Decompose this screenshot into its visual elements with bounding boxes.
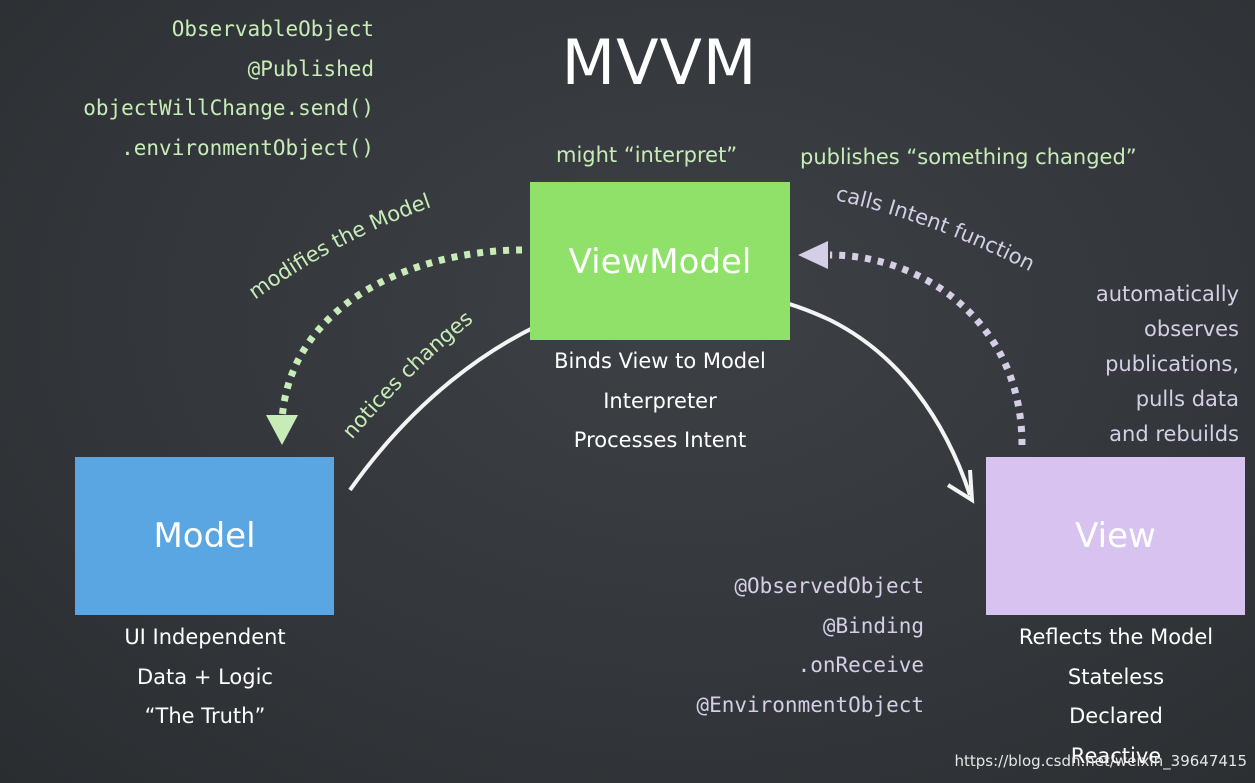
arrow-head-view-icon — [946, 469, 975, 504]
code-line: .onReceive — [797, 653, 924, 677]
code-list-view: @ObservedObject @Binding .onReceive @Env… — [696, 567, 924, 725]
description-line: Stateless — [1067, 664, 1165, 689]
arrow-head-model-icon — [266, 415, 298, 445]
description-line: Declared — [1069, 704, 1163, 728]
view-box: View — [986, 457, 1245, 615]
description-line: Data + Logic — [137, 664, 273, 689]
viewmodel-label: ViewModel — [568, 242, 752, 282]
auto-observes-line: pulls data — [1135, 387, 1239, 411]
label-auto-observes: automatically observes publications, pul… — [1096, 277, 1239, 452]
view-description: Reflects the Model Stateless Declared Re… — [966, 618, 1255, 776]
code-line: @ObservedObject — [734, 574, 924, 598]
model-box: Model — [75, 457, 334, 615]
label-publishes: publishes “something changed” — [800, 145, 1137, 169]
description-line: Reactive — [1070, 743, 1162, 768]
code-line: ObservableObject — [171, 17, 374, 41]
auto-observes-line: observes — [1144, 317, 1239, 341]
description-line: UI Independent — [124, 625, 286, 649]
code-line: objectWillChange.send() — [83, 96, 374, 120]
code-line: @EnvironmentObject — [696, 692, 924, 717]
model-description: UI Independent Data + Logic “The Truth” — [55, 618, 355, 737]
watermark: https://blog.csdn.net/weixin_39647415 — [954, 752, 1247, 770]
label-calls-intent: calls Intent function — [834, 181, 1039, 276]
description-line: Binds View to Model — [554, 349, 766, 373]
arrow-modifies-model — [278, 246, 523, 421]
auto-observes-line: automatically — [1095, 282, 1239, 306]
view-label: View — [1075, 516, 1156, 556]
arrow-calls-intent — [829, 251, 1026, 446]
description-line: Reflects the Model — [1018, 625, 1214, 649]
auto-observes-line: and rebuilds — [1109, 422, 1239, 446]
arrow-head-viewmodel-icon — [798, 241, 828, 269]
label-might-interpret: might “interpret” — [556, 143, 738, 167]
description-line: Processes Intent — [573, 428, 747, 452]
code-line: @Binding — [822, 613, 924, 638]
auto-observes-line: publications, — [1105, 352, 1239, 376]
diagram-title: MVVM — [561, 26, 758, 99]
description-line: “The Truth” — [144, 704, 266, 728]
label-modifies-model: modifies the Model — [244, 189, 433, 304]
model-label: Model — [153, 516, 256, 556]
description-line: Interpreter — [603, 388, 717, 413]
code-list-viewmodel: ObservableObject @Published objectWillCh… — [83, 10, 374, 168]
viewmodel-box: ViewModel — [530, 182, 790, 340]
viewmodel-description: Binds View to Model Interpreter Processe… — [510, 342, 810, 461]
code-line: @Published — [247, 56, 374, 81]
code-line: .environmentObject() — [121, 135, 374, 160]
